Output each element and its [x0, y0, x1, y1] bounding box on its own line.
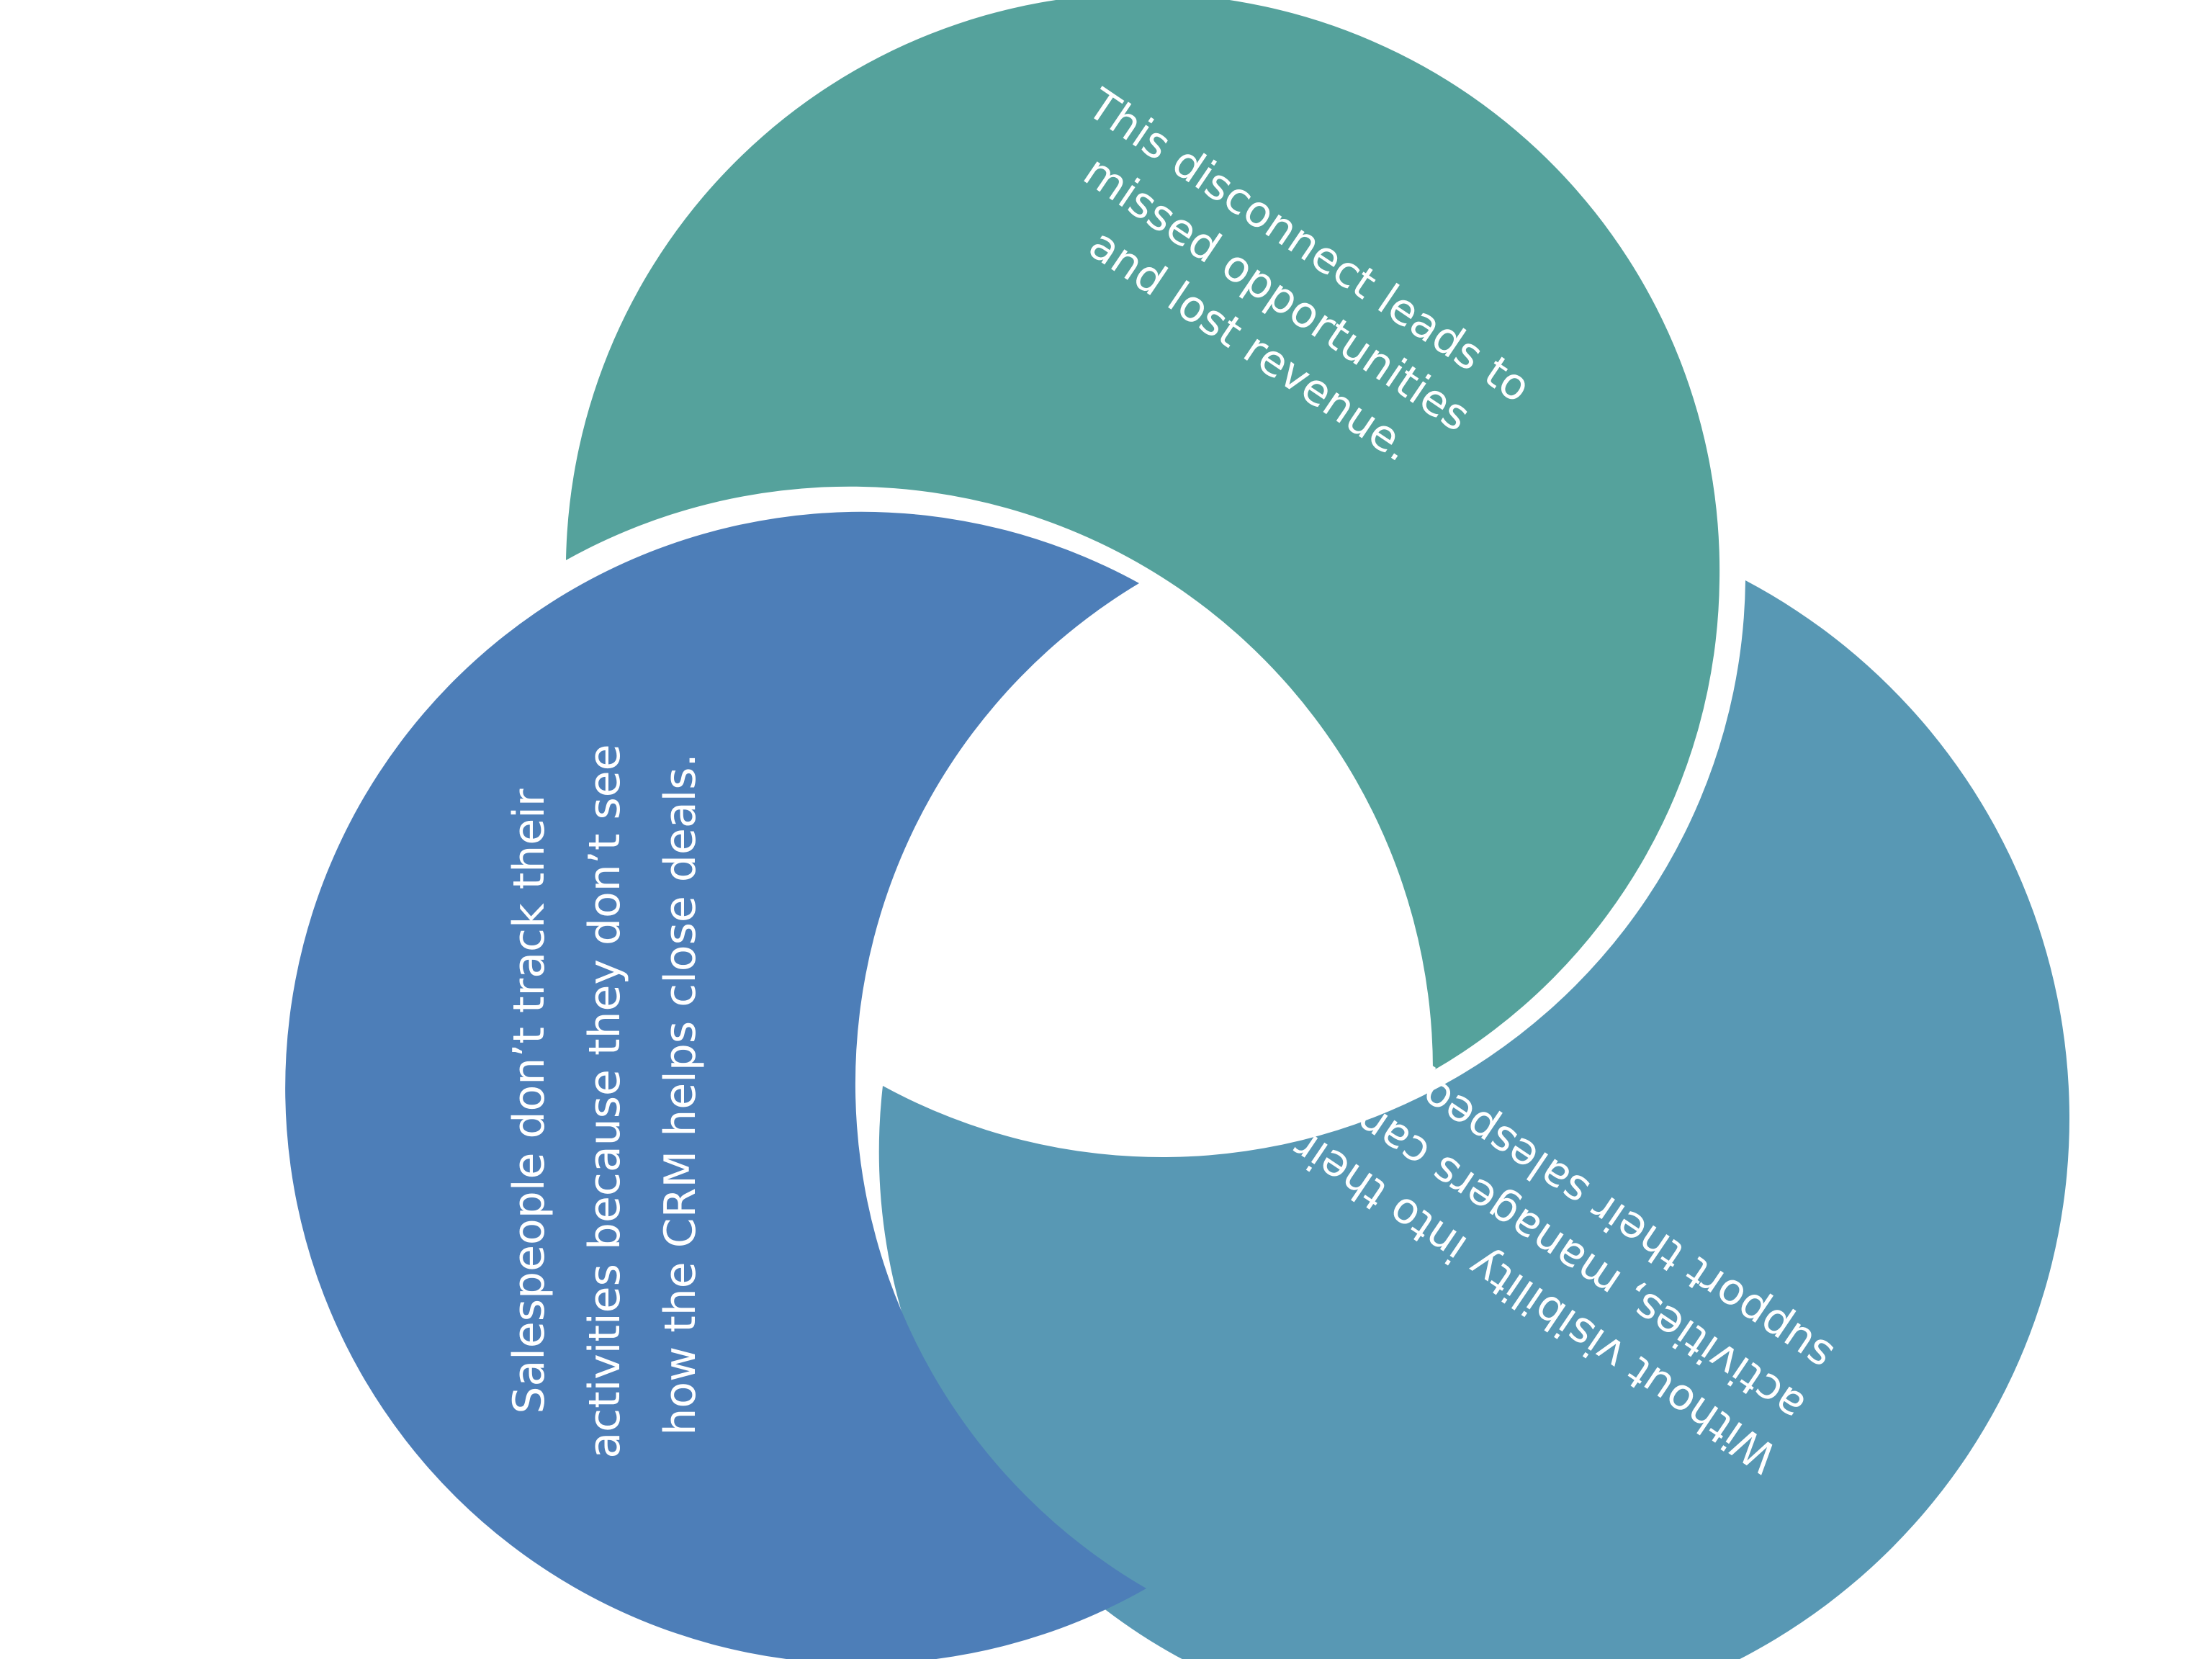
segment-top: This disconnect leads to missed opportun… [566, 0, 1720, 1071]
segment-top-shape [566, 0, 1720, 1071]
segment-left-line-2: activities because they don’t see [580, 744, 630, 1458]
segment-right-shape [878, 580, 2070, 1659]
segment-left-line-1: Salespeople don’t track their [504, 788, 554, 1414]
segment-right: Without visibility into their activities… [878, 580, 2070, 1659]
segment-left-line-3: how the CRM helps close deals. [655, 753, 706, 1435]
segment-left: Salespeople don’t track their activities… [285, 511, 1146, 1659]
segment-left-caption: Salespeople don’t track their activities… [504, 730, 706, 1458]
segment-left-shape [285, 511, 1146, 1659]
